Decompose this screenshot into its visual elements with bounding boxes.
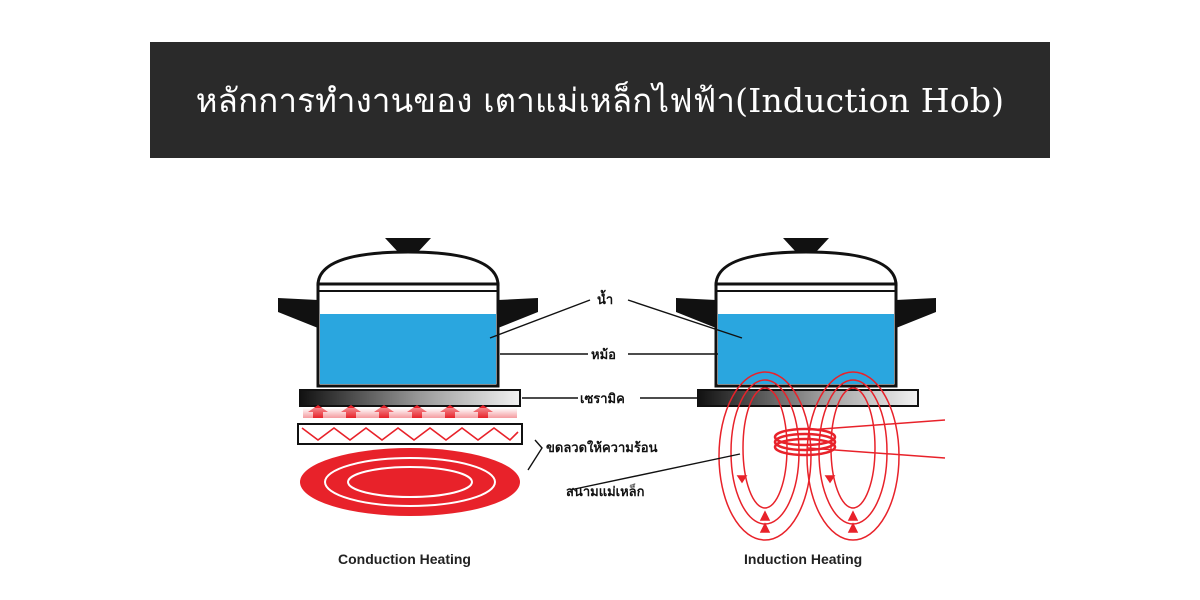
ceramic-plate-left <box>299 389 521 407</box>
heating-coil-zigzag <box>301 427 519 442</box>
caption-induction: Induction Heating <box>744 551 862 567</box>
heat-arrows <box>303 405 517 418</box>
pot-lid-left <box>316 250 500 286</box>
pot-handle-right-a <box>676 298 716 328</box>
label-water: น้ำ <box>597 289 613 308</box>
pot-handle-right-b <box>896 298 936 328</box>
water-left <box>320 314 496 384</box>
lid-knob-right <box>783 238 829 252</box>
hot-disc <box>300 448 520 516</box>
heating-element-plate <box>297 423 523 445</box>
induction-coil <box>773 427 837 457</box>
pot-handle-left-a <box>278 298 318 328</box>
pot-lid-right <box>714 250 898 286</box>
page-title: หลักการทำงานของ เตาแม่เหล็กไฟฟ้า(Inducti… <box>150 42 1050 158</box>
label-magnetic-field: สนามแม่เหล็ก <box>566 482 645 500</box>
magnetic-field-lines <box>718 371 946 541</box>
induction-pot-group <box>676 238 936 388</box>
label-pot: หม้อ <box>591 347 616 363</box>
water-right <box>718 314 894 384</box>
callout-lines <box>489 299 743 491</box>
conduction-pot-group <box>278 238 538 388</box>
lid-knob-left <box>385 238 431 252</box>
pot-handle-left-b <box>498 298 538 328</box>
label-ceramic: เซรามิค <box>580 392 625 407</box>
label-heating-coil: ขดลวดให้ความร้อน <box>546 439 658 456</box>
caption-conduction: Conduction Heating <box>338 551 471 567</box>
